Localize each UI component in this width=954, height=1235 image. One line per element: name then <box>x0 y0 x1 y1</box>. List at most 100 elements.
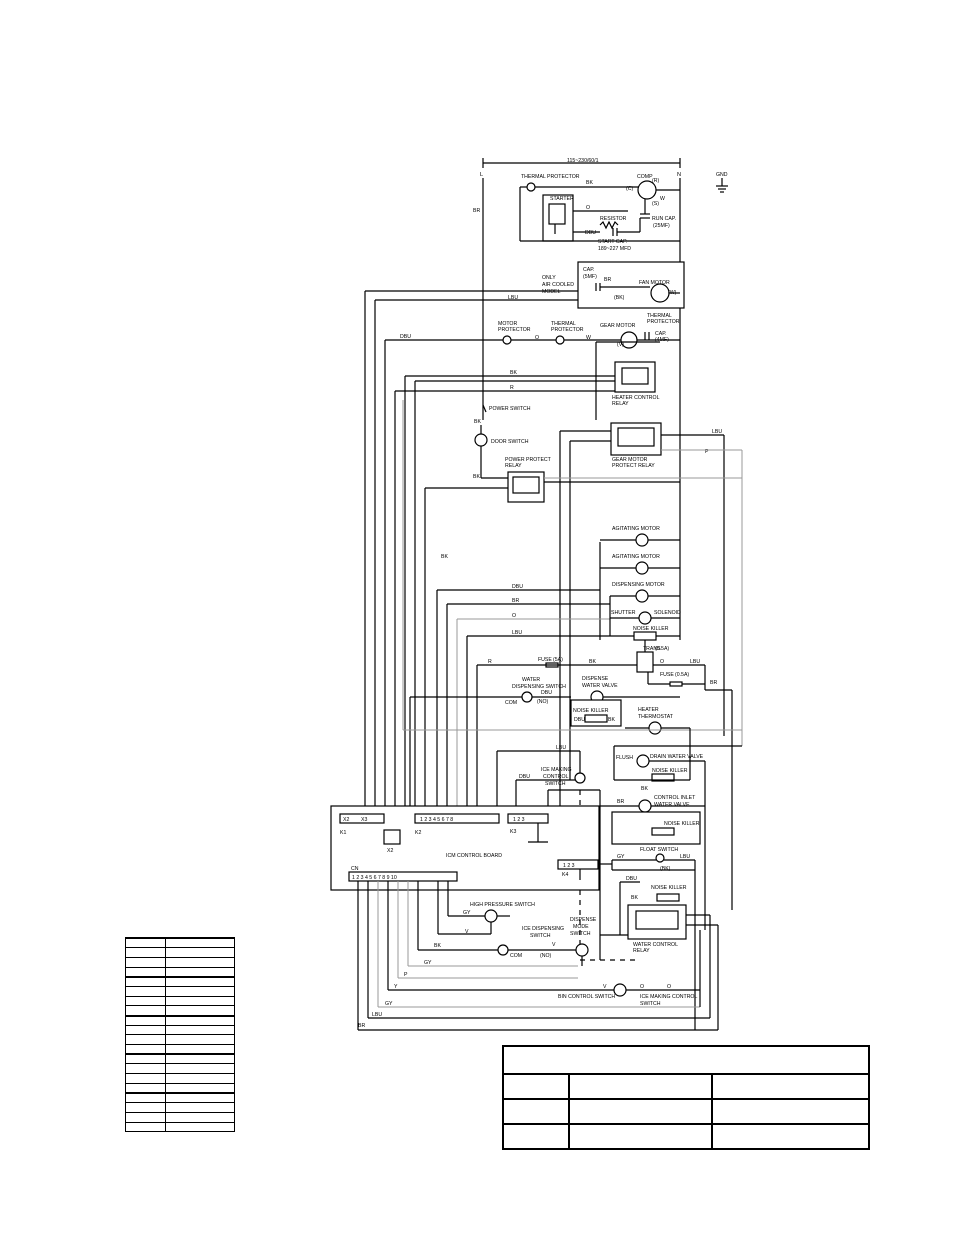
power-switch-icon[interactable] <box>482 404 487 413</box>
legend-cell <box>165 937 235 949</box>
spec-cell <box>502 1098 570 1125</box>
wire-lbu-label: LBU <box>508 295 518 301</box>
water-dispensing-switch-label-2: DISPENSING SWITCH <box>512 684 566 690</box>
fan-wire-br-label: BR <box>604 277 611 283</box>
door-switch-icon[interactable] <box>474 433 488 447</box>
legend-cell <box>125 966 166 978</box>
ice-dispensing-switch-label: ICE DISPENSING <box>522 926 564 932</box>
legend-cell <box>125 947 166 958</box>
comp-r-label: (R) <box>652 178 659 184</box>
nk2-wire-bk-label: BK <box>608 717 615 723</box>
run-cap-value: (25MF) <box>653 223 670 229</box>
control-inlet-water-valve-icon <box>638 799 652 813</box>
k3-label: K3 <box>510 829 516 835</box>
high-pressure-switch-icon[interactable] <box>484 909 498 923</box>
bin-control-switch-label: BIN CONTROL SWITCH <box>558 994 615 1000</box>
legend-cell <box>165 1063 235 1075</box>
motor-wire-o-label: O <box>512 613 516 619</box>
fuse-left-label: FUSE <box>538 657 552 663</box>
thermal-protector-mid-label-2: PROTECTOR <box>551 327 584 333</box>
shutter-solenoid-label-2: SOLENOID <box>654 610 681 616</box>
gear-motor-protect-relay-label-2: PROTECT RELAY <box>612 463 655 469</box>
nk2-wire-dbu-label: DBU <box>574 717 585 723</box>
k2-x2-label: X2 <box>387 848 393 854</box>
dwv-wire-bk-label: BK <box>641 786 648 792</box>
thermal-protector-gm-label: THERMAL <box>647 313 672 319</box>
dispense-mode-switch-icon[interactable] <box>575 943 589 957</box>
ice-dispensing-switch-icon[interactable] <box>497 944 509 956</box>
k1-label: K1 <box>340 830 346 836</box>
legend-cell <box>125 1111 166 1123</box>
noise-killer-4-label: NOISE KILLER <box>664 821 700 827</box>
legend-cell <box>125 985 166 997</box>
wds-com-label: COM <box>505 700 517 706</box>
bk-vertical-label: BK <box>441 554 448 560</box>
ciwv-wire-br-label: BR <box>617 799 624 805</box>
legend-cell <box>125 1053 166 1065</box>
float-switch-icon[interactable] <box>655 853 665 863</box>
l-terminal-label: L <box>480 172 483 178</box>
heater-control-relay-label-2: RELAY <box>612 401 629 407</box>
agitating-motor-2-icon <box>635 561 649 575</box>
noise-killer-3-icon <box>651 773 675 782</box>
wire-br-label: BR <box>473 208 480 214</box>
gear-motor-protect-relay-label: GEAR MOTOR <box>612 457 648 463</box>
harness-gy2-label: GY <box>424 960 432 966</box>
noise-killer-3-label: NOISE KILLER <box>652 768 688 774</box>
legend-cell <box>165 1024 235 1036</box>
harness-bk-label: BK <box>434 943 441 949</box>
motor-wire-dbu-label: DBU <box>512 584 523 590</box>
fuse-right-icon <box>669 681 683 687</box>
spec-cell <box>711 1123 870 1150</box>
motor-wire-br-label: BR <box>512 598 519 604</box>
fuse-right-value: (0.5A) <box>675 672 689 678</box>
ice-making-control-switch-label: ICE MAKING <box>541 767 572 773</box>
ice-dispensing-switch-label-2: SWITCH <box>530 933 551 939</box>
specification-table <box>502 1045 870 1150</box>
legend-cell <box>125 1073 166 1084</box>
gm-wire-v-label: (V) <box>617 342 624 348</box>
legend-cell <box>165 1053 235 1065</box>
spec-cell <box>502 1073 570 1100</box>
ppr-wire-bk-label: BK <box>473 474 480 480</box>
imc-wire-lbu-label: LBU <box>556 745 566 751</box>
legend-cell <box>125 1063 166 1075</box>
bcs-wire-o-label: O <box>640 984 644 990</box>
noise-killer-4-icon <box>651 827 675 836</box>
thermal-protector-mid-label: THERMAL <box>551 321 576 327</box>
legend-cell <box>165 1082 235 1094</box>
ice-making-control-switch-icon[interactable] <box>574 772 586 784</box>
imcs-wire-o-label: O <box>667 984 671 990</box>
k2-label: K2 <box>415 830 421 836</box>
fan-motor-label: FAN MOTOR <box>639 280 670 286</box>
legend-cell <box>165 1014 235 1026</box>
legend-cell <box>165 966 235 978</box>
spec-cell <box>711 1073 870 1100</box>
wds-wire-dbu-label: DBU <box>541 690 552 696</box>
legend-cell <box>125 1082 166 1094</box>
gm-wire-w-label: W <box>586 335 591 341</box>
water-control-relay-label: WATER CONTROL <box>633 942 678 948</box>
dispense-mode-switch-label-2: MODE <box>573 924 589 930</box>
fan-wire-bk-label: (BK) <box>614 295 625 301</box>
ice-making-control-switch-label-2: CONTROL <box>543 774 568 780</box>
supply-voltage-label: 115~230/60/1 <box>567 158 599 164</box>
wcr-wire-bk-label: BK <box>631 895 638 901</box>
legend-cell <box>125 975 166 987</box>
thermal-protector-top-label: THERMAL PROTECTOR <box>521 174 580 180</box>
k2-relay <box>383 829 401 845</box>
power-protect-relay-label-2: RELAY <box>505 463 522 469</box>
water-dispensing-switch-icon[interactable] <box>521 691 533 703</box>
legend-cell <box>165 947 235 958</box>
wire-color-legend-table <box>125 937 235 1133</box>
dispensing-motor-label: DISPENSING MOTOR <box>612 582 665 588</box>
legend-cell <box>165 985 235 997</box>
bin-control-switch-icon[interactable] <box>613 983 627 997</box>
noise-killer-5-label: NOISE KILLER <box>651 885 687 891</box>
legend-cell <box>165 956 235 968</box>
power-protect-relay-label: POWER PROTECT <box>505 457 552 463</box>
agitating-motor-2-label: AGITATING MOTOR <box>612 554 660 560</box>
hps-wire-gy-label: GY <box>463 910 471 916</box>
trans-label: TRANS <box>643 646 661 652</box>
k4-label: K4 <box>562 872 568 878</box>
